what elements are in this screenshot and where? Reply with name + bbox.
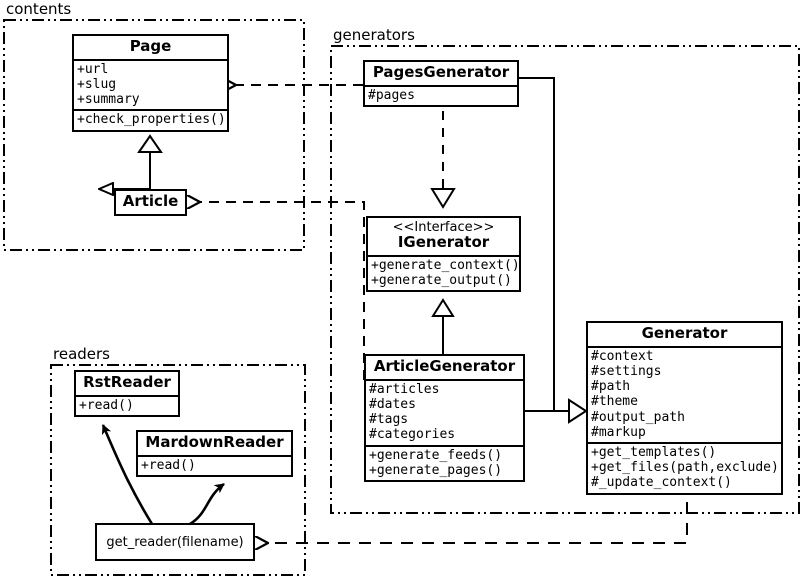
class-name-generator: Generator [641,324,728,342]
class-attributes-page: +url +slug +summary [74,58,227,110]
class-box-rst-reader[interactable]: RstReader +read() [74,370,180,417]
attribute-row: #markup [591,424,646,440]
class-methods-igenerator: +generate_context() +generate_output() [368,255,520,290]
relation-getreader-returns-mardownreader [189,482,225,526]
class-attributes-article-generator: #articles #dates #tags #categories [366,378,523,445]
class-methods-rst-reader: +read() [76,394,178,415]
relation-pagesgenerator-realizes-igenerator [430,111,456,209]
attribute-row: #context [591,348,654,364]
relation-articlegenerator-generalizes-igenerator [431,298,455,354]
attribute-row: #path [591,379,631,395]
class-name-rst-reader: RstReader [83,373,171,391]
class-attributes-generator: #context #settings #path #theme #output_… [588,345,781,442]
function-label-get-reader: get_reader(filename) [106,534,244,550]
class-name-igenerator: IGenerator [397,233,490,252]
attribute-row: #output_path [591,409,685,425]
package-label-contents: contents [4,0,74,18]
method-row: #_update_context() [591,475,732,491]
package-label-readers: readers [51,345,112,363]
class-box-pages-generator[interactable]: PagesGenerator #pages [363,60,519,107]
attribute-row: #articles [369,381,440,397]
relation-articlegenerator-depends-article [200,202,365,380]
method-row: +generate_context() [371,258,520,274]
relation-generator-depends-getreader [268,502,688,543]
attribute-row: #pages [368,87,415,103]
attribute-row: +summary [77,92,140,108]
class-box-article[interactable]: Article [114,189,187,216]
method-row: +generate_output() [371,273,512,289]
class-box-mardown-reader[interactable]: MardownReader +read() [136,430,293,477]
method-row: +read() [79,397,134,413]
class-methods-mardown-reader: +read() [138,454,291,475]
attribute-row: +slug [77,76,117,92]
attribute-row: #settings [591,363,662,379]
package-label-generators: generators [331,26,417,44]
class-methods-generator: +get_templates() +get_files(path,exclude… [588,441,781,493]
class-name-article: Article [122,192,179,210]
relation-article-generalizes-page [113,134,163,189]
class-attributes-pages-generator: #pages [365,84,517,105]
attribute-row: +url [77,61,109,77]
attribute-row: #tags [369,412,409,428]
method-row: +get_templates() [591,444,717,460]
class-name-pages-generator: PagesGenerator [372,63,510,81]
class-box-page[interactable]: Page +url +slug +summary +check_properti… [72,34,229,132]
class-name-page: Page [129,37,172,55]
method-row: +generate_feeds() [369,447,503,463]
attribute-row: #categories [369,427,456,443]
function-box-get-reader[interactable]: get_reader(filename) [95,523,255,561]
class-box-article-generator[interactable]: ArticleGenerator #articles #dates #tags … [364,354,525,482]
method-row: +read() [141,457,196,473]
method-row: +get_files(path,exclude) [591,460,779,476]
class-box-igenerator[interactable]: <<Interface>> IGenerator +generate_conte… [366,216,521,293]
class-name-mardown-reader: MardownReader [145,433,284,451]
attribute-row: #dates [369,396,416,412]
class-name-article-generator: ArticleGenerator [373,357,516,375]
class-methods-article-generator: +generate_feeds() +generate_pages() [366,444,523,480]
relation-pagesgenerator-generalizes-generator [519,77,569,412]
relation-articlegenerator-generalizes-generator [525,398,588,424]
class-box-generator[interactable]: Generator #context #settings #path #them… [586,321,783,495]
method-row: +check_properties() [77,112,226,128]
class-methods-page: +check_properties() [74,109,227,129]
method-row: +generate_pages() [369,462,503,478]
attribute-row: #theme [591,394,638,410]
